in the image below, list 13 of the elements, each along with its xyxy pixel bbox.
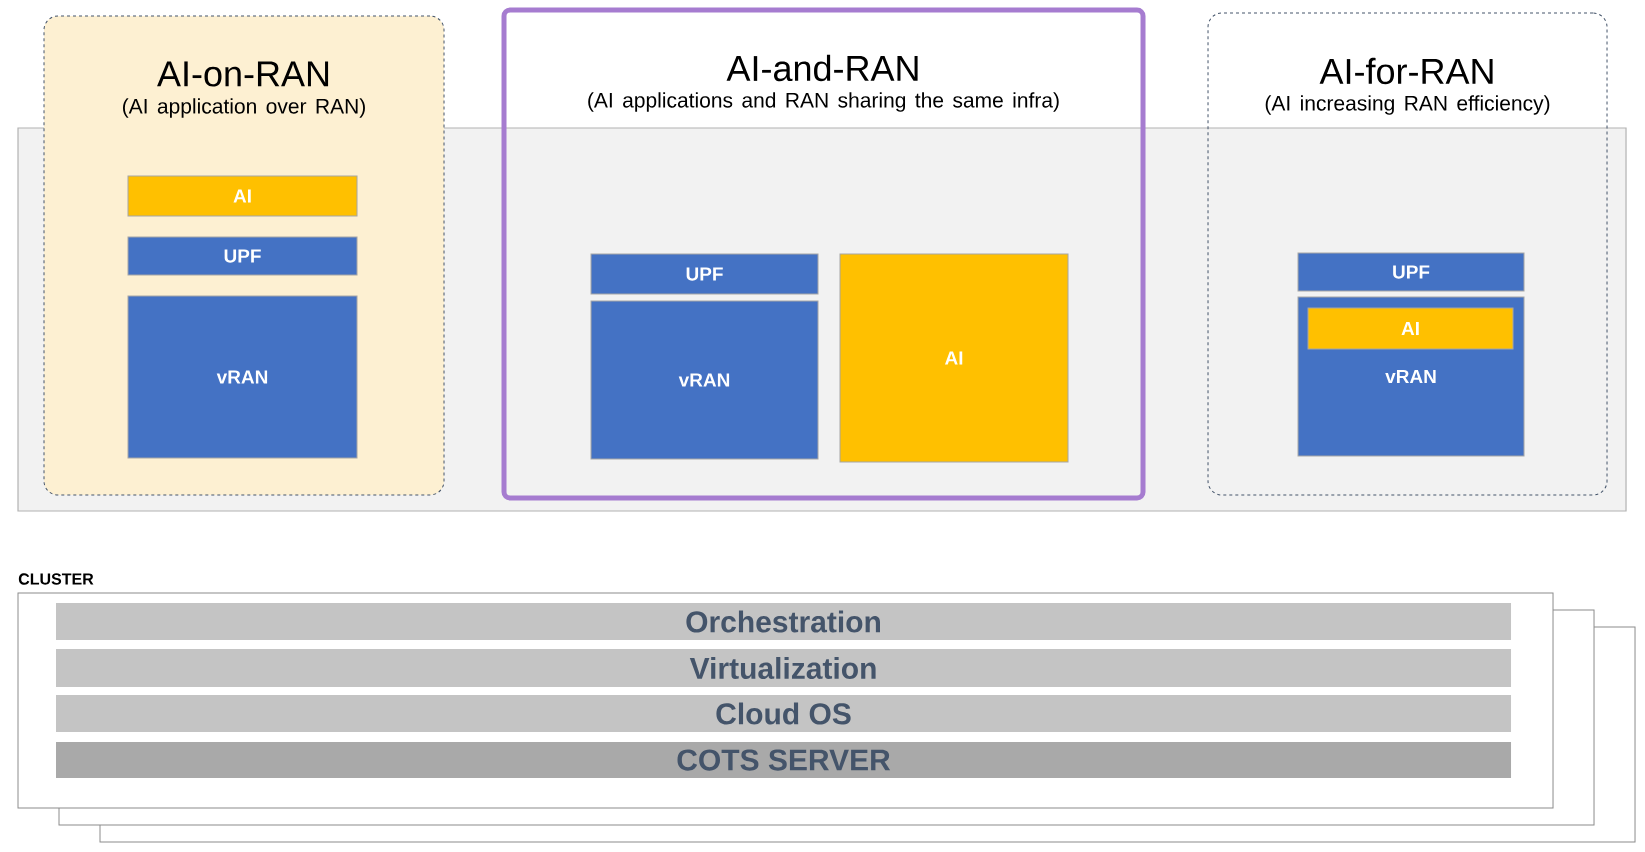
layer-bar: Orchestration (56, 603, 1511, 640)
layer-bar: Cloud OS (56, 695, 1511, 732)
function-block: vRAN (127, 295, 358, 459)
layer-bar: Virtualization (56, 649, 1511, 687)
function-block: AI (127, 175, 358, 217)
function-block: AI (839, 253, 1069, 463)
function-block: UPF (1297, 252, 1525, 292)
function-block: AI (1307, 307, 1514, 350)
layer-bar: COTS SERVER (56, 742, 1511, 778)
function-block: UPF (127, 236, 358, 276)
function-block: UPF (590, 253, 819, 295)
node-label: CLUSTER (18, 573, 94, 585)
function-block: vRAN (590, 300, 819, 460)
